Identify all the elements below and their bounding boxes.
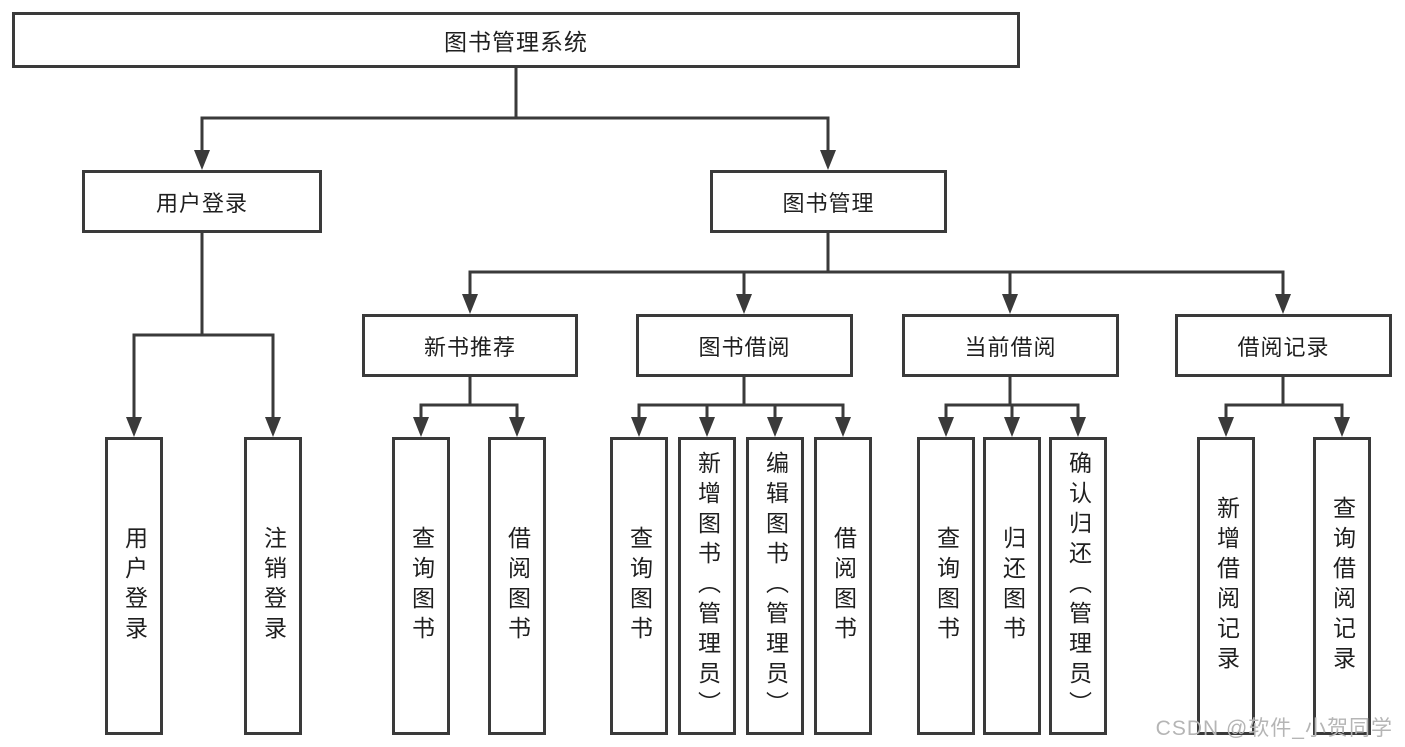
leaf-return-books-label: 归还图书 bbox=[999, 526, 1026, 646]
connector-newbook-to-leaves bbox=[419, 377, 519, 421]
leaf-logout-label: 注销登录 bbox=[260, 526, 287, 646]
leaf-query-books-borrow-label: 查询图书 bbox=[626, 526, 653, 646]
arrowhead-icon bbox=[938, 417, 954, 437]
node-book-management-label: 图书管理 bbox=[782, 190, 875, 216]
arrowhead-icon bbox=[1334, 417, 1350, 437]
node-borrow-records-label: 借阅记录 bbox=[1237, 334, 1330, 360]
node-root-label: 图书管理系统 bbox=[444, 29, 588, 55]
leaf-borrow-books-newbook-label: 借阅图书 bbox=[504, 526, 531, 646]
arrowhead-icon bbox=[265, 417, 281, 437]
arrowhead-icon bbox=[1070, 417, 1086, 437]
arrowhead-icon bbox=[1004, 417, 1020, 437]
connector-bookborrow-to-leaves bbox=[637, 377, 845, 421]
connector-borrowrecord-to-leaves bbox=[1224, 377, 1344, 421]
arrowhead-icon bbox=[699, 417, 715, 437]
node-book-borrow-label: 图书借阅 bbox=[698, 334, 791, 360]
leaf-add-borrow-record-label: 新增借阅记录 bbox=[1213, 496, 1240, 676]
leaf-logout: 注销登录 bbox=[244, 437, 302, 735]
arrowhead-icon bbox=[126, 417, 142, 437]
node-user-login-label: 用户登录 bbox=[155, 190, 248, 216]
node-current-borrow-label: 当前借阅 bbox=[964, 334, 1057, 360]
node-new-book-recommend: 新书推荐 bbox=[362, 314, 578, 377]
node-user-login: 用户登录 bbox=[82, 170, 322, 233]
leaf-borrow-books: 借阅图书 bbox=[814, 437, 872, 735]
watermark: CSDN @软件_小贺同学 bbox=[1155, 717, 1393, 740]
arrowhead-icon bbox=[1275, 294, 1291, 314]
arrowhead-icon bbox=[767, 417, 783, 437]
node-root: 图书管理系统 bbox=[12, 12, 1020, 68]
connector-bookmgmt-to-level3 bbox=[468, 233, 1285, 298]
leaf-query-books-current-label: 查询图书 bbox=[933, 526, 960, 646]
leaf-edit-book-admin-label: 编辑图书（管理员） bbox=[762, 451, 789, 721]
leaf-query-books-borrow: 查询图书 bbox=[610, 437, 668, 735]
leaf-user-login: 用户登录 bbox=[105, 437, 163, 735]
arrowhead-icon bbox=[462, 294, 478, 314]
leaf-query-borrow-record: 查询借阅记录 bbox=[1313, 437, 1371, 735]
leaf-confirm-return-admin: 确认归还（管理员） bbox=[1049, 437, 1107, 735]
leaf-return-books: 归还图书 bbox=[983, 437, 1041, 735]
leaf-confirm-return-admin-label: 确认归还（管理员） bbox=[1065, 451, 1092, 721]
node-book-management: 图书管理 bbox=[710, 170, 947, 233]
arrowhead-icon bbox=[1002, 294, 1018, 314]
connector-currentborrow-to-leaves bbox=[944, 377, 1080, 421]
arrowhead-icon bbox=[835, 417, 851, 437]
arrowhead-icon bbox=[509, 417, 525, 437]
leaf-query-books-current: 查询图书 bbox=[917, 437, 975, 735]
leaf-borrow-books-newbook: 借阅图书 bbox=[488, 437, 546, 735]
leaf-add-book-admin: 新增图书（管理员） bbox=[678, 437, 736, 735]
leaf-query-borrow-record-label: 查询借阅记录 bbox=[1329, 496, 1356, 676]
arrowhead-icon bbox=[820, 150, 836, 170]
connector-userlogin-to-leaves bbox=[132, 233, 275, 421]
arrowhead-icon bbox=[1218, 417, 1234, 437]
node-new-book-recommend-label: 新书推荐 bbox=[423, 334, 516, 360]
node-borrow-records: 借阅记录 bbox=[1175, 314, 1392, 377]
arrowhead-icon bbox=[736, 294, 752, 314]
arrowhead-icon bbox=[194, 150, 210, 170]
connector-root-to-level2 bbox=[200, 68, 830, 154]
node-current-borrow: 当前借阅 bbox=[902, 314, 1119, 377]
arrowhead-icons bbox=[126, 150, 1350, 437]
leaf-edit-book-admin: 编辑图书（管理员） bbox=[746, 437, 804, 735]
leaf-add-book-admin-label: 新增图书（管理员） bbox=[694, 451, 721, 721]
arrowhead-icon bbox=[413, 417, 429, 437]
arrowhead-icon bbox=[631, 417, 647, 437]
leaf-add-borrow-record: 新增借阅记录 bbox=[1197, 437, 1255, 735]
node-book-borrow: 图书借阅 bbox=[636, 314, 853, 377]
leaf-user-login-label: 用户登录 bbox=[121, 526, 148, 646]
leaf-query-books-newbook: 查询图书 bbox=[392, 437, 450, 735]
leaf-borrow-books-label: 借阅图书 bbox=[830, 526, 857, 646]
leaf-query-books-newbook-label: 查询图书 bbox=[408, 526, 435, 646]
